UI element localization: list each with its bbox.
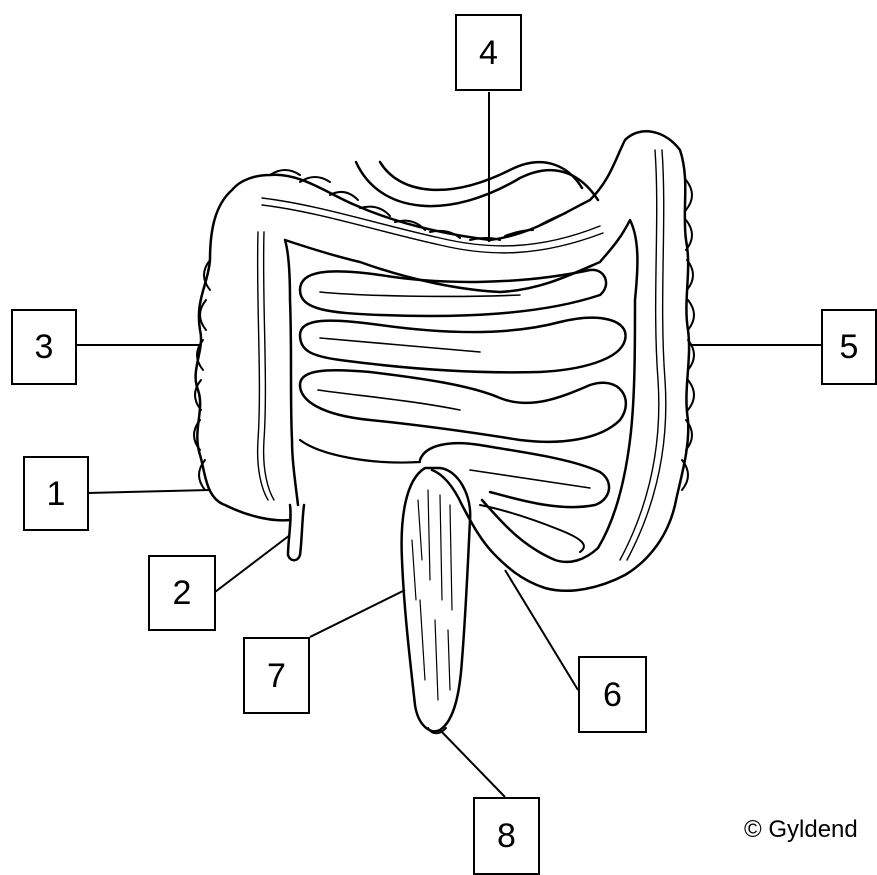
colon-band-right-2	[627, 150, 666, 560]
rectum	[402, 468, 471, 731]
small-intestine-coil-3	[300, 370, 626, 442]
small-intestine-coil-2-inner	[320, 338, 480, 352]
appendix	[288, 505, 304, 560]
label-box-4: 4	[455, 14, 522, 91]
ileum-lower	[300, 440, 420, 463]
leader-line-7	[310, 590, 405, 637]
label-box-5: 5	[821, 309, 877, 385]
colon-band-left-2	[264, 232, 274, 500]
small-intestine-coil-4	[420, 443, 609, 507]
leader-line-2	[215, 535, 290, 592]
label-box-2: 2	[148, 555, 216, 631]
copyright-notice: © Gyldend	[744, 816, 858, 844]
small-intestine-coil-4-inner	[470, 470, 590, 488]
stomach-outline-inner	[380, 162, 582, 190]
label-box-8: 8	[473, 797, 540, 875]
label-box-7: 7	[243, 637, 310, 714]
rectum-texture	[412, 490, 452, 700]
colon-band-left	[258, 232, 268, 500]
small-intestine-coil-1-inner	[320, 292, 520, 296]
colon-outer	[196, 131, 689, 590]
label-box-3: 3	[11, 309, 77, 385]
label-box-1: 1	[23, 456, 89, 531]
small-intestine-coil-1	[300, 270, 606, 316]
small-intestine-coil-2	[300, 318, 626, 373]
leader-line-8	[440, 730, 505, 797]
small-intestine-coil-3-inner	[318, 390, 460, 410]
label-box-6: 6	[578, 656, 647, 733]
leader-line-1	[87, 490, 210, 493]
small-intestine-coil-5	[480, 505, 584, 552]
